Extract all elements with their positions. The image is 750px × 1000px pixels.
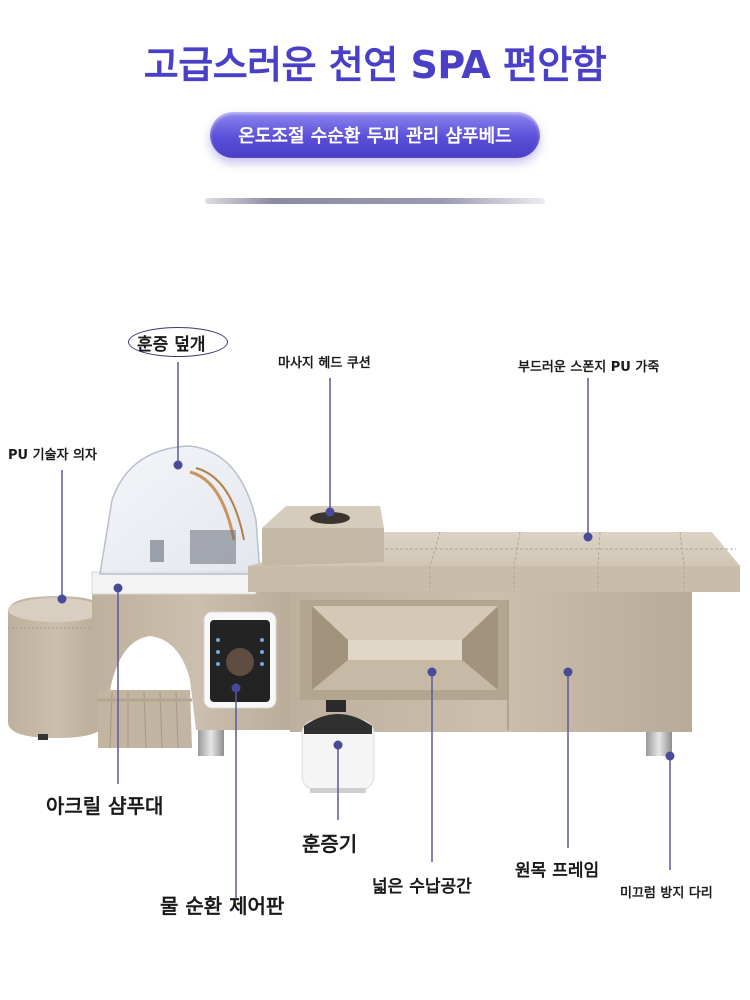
label-steam-cover: 훈증 덮개 [137,335,206,355]
subtitle-banner: 온도조절 수순환 두피 관리 샴푸베드 [210,112,540,158]
label-acrylic-basin: 아크릴 샴푸대 [46,794,164,818]
leader-lines [61,362,671,898]
label-soft-sponge: 부드러운 스폰지 PU 가죽 [518,360,660,375]
label-wood-frame: 원목 프레임 [515,861,600,881]
control-panel [203,611,277,709]
label-anti-slip-legs: 미끄럼 방지 다리 [620,886,713,901]
head-cushion [262,506,384,566]
label-highlight-ring [128,327,228,357]
label-pu-stool: PU 기술자 의자 [8,448,97,463]
stool [8,596,104,740]
page-title: 고급스러운 천연 SPA 편안함 [143,43,607,87]
label-massage-cushion: 마사지 헤드 쿠션 [278,356,371,371]
divider-line [205,198,545,204]
front-leg [198,728,224,756]
acrylic-dome [99,445,261,575]
leader-dots [57,460,675,761]
label-storage: 넓은 수납공간 [372,877,472,897]
back-leg [646,728,672,756]
bed-body [290,592,692,732]
label-control-panel: 물 순환 제어판 [160,894,285,918]
label-steamer: 훈증기 [302,832,358,856]
